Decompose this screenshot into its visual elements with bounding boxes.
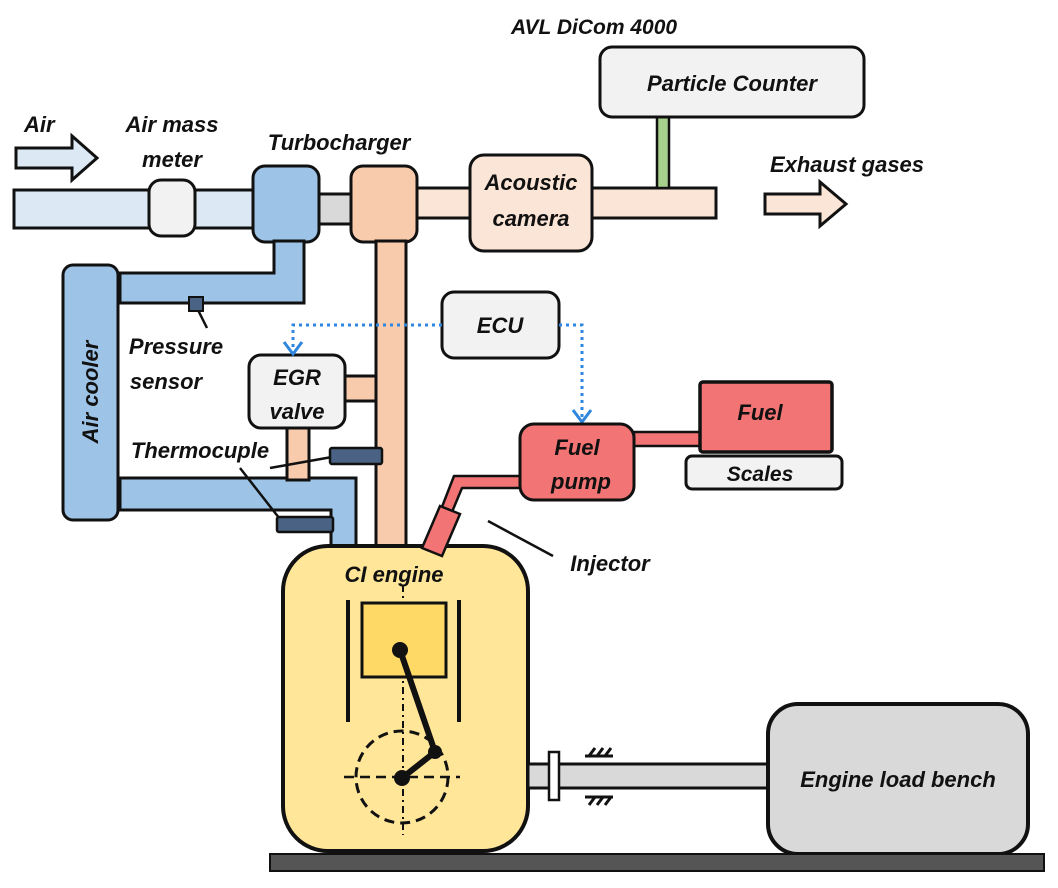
acoustic-camera-label-2: camera [492,206,569,231]
connecting-rod [397,647,438,755]
pressure-sensor-label-2: sensor [130,369,204,394]
exhaust-arrow [763,178,849,230]
pressure-sensor-label-1: Pressure [129,334,223,359]
acoustic-camera-label-1: Acoustic [484,170,578,195]
base-plate [269,853,1045,872]
egr-valve-box [247,353,347,430]
fuel-pump-label-1: Fuel [554,435,600,460]
ecu-egr-arrowhead [282,341,304,357]
piston-pin [392,642,408,658]
output-shaft [526,762,772,790]
scales-label: Scales [727,463,794,486]
crank-pin [428,745,442,759]
exhaust-manifold-pipe [374,239,408,550]
acoustic-camera-box [468,153,594,253]
air-mass-meter-box [147,178,197,238]
turbocharger-label: Turbocharger [268,130,412,155]
ecu-pump-link [559,323,584,418]
ecu-egr-link [291,323,442,350]
scales [684,454,844,491]
fuel-tank-label: Fuel [737,400,783,425]
turbo-turbine [349,164,419,244]
egr-stub [342,374,378,403]
ecu-label: ECU [477,313,525,338]
injector [420,504,462,558]
air-cooler-box [61,263,120,522]
fuel-high-pressure-line [438,474,522,514]
egr-valve-label-2: valve [269,399,324,424]
sampling-line [655,115,671,190]
boost-pipe [118,239,306,305]
injector-label: Injector [570,551,651,576]
thermocouple-intake [275,515,335,534]
intake-pipe [12,188,272,230]
exhaust-gases-label: Exhaust gases [770,152,924,177]
air-cooler-label: Air cooler [78,339,103,444]
air-label: Air [23,112,56,137]
avl-dicom-label: AVL DiCom 4000 [510,16,677,39]
thermocouple-egr [328,446,384,466]
fuel-supply-line [632,430,702,448]
thermocouple-leader-2 [239,467,284,524]
ecu-pump-arrowhead [571,409,593,425]
particle-counter-box [598,45,866,119]
thermocouple-leader-1 [269,455,333,470]
shaft-coupling [547,750,561,802]
turbo-shaft [316,192,356,226]
turbo-compressor [251,164,321,244]
thermocouple-label: Thermocuple [131,438,269,463]
ci-engine-block [281,544,530,853]
particle-counter-label: Particle Counter [647,71,818,96]
crank-center [394,770,410,786]
air-mass-meter-label-2: meter [142,147,203,172]
fuel-pump-label-2: pump [550,469,611,494]
intake-manifold-pipe [118,476,358,548]
fuel-pump-box [518,422,636,502]
air-mass-meter-label-1: Air mass [125,112,219,137]
injector-leader [487,519,554,558]
ci-engine-label: CI engine [344,562,443,587]
bearing-top [585,747,613,758]
bearing-bottom [585,795,613,806]
air-arrow [14,132,100,184]
egr-valve-label-1: EGR [273,365,321,390]
pressure-sensor [188,296,204,312]
fuel-tank [698,380,834,454]
egr-down-pipe [285,426,311,482]
engine-load-bench-label: Engine load bench [800,767,996,792]
